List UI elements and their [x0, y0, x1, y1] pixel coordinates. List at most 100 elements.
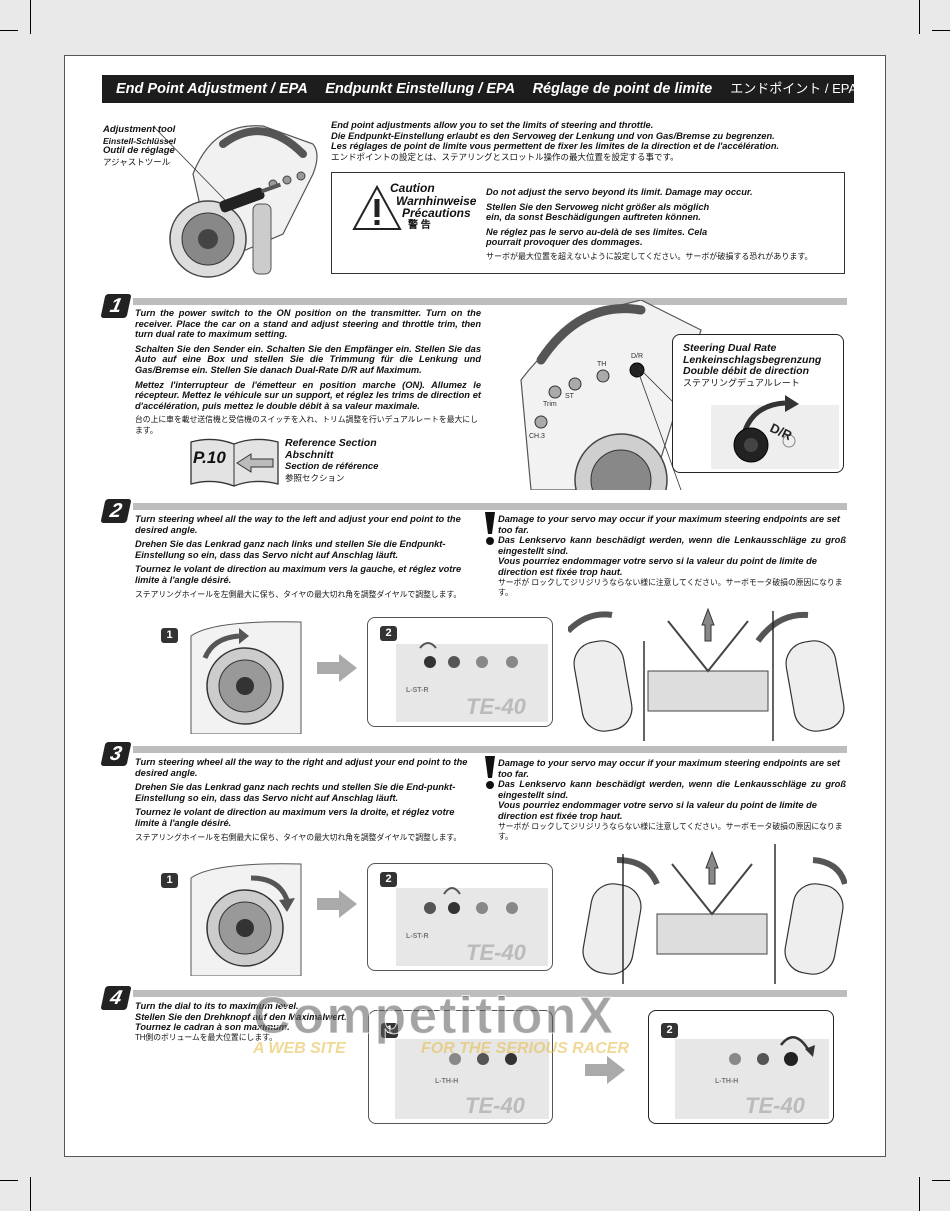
warning-triangle-icon: [352, 185, 402, 230]
step-3-text: Turn steering wheel all the way to the r…: [135, 757, 471, 847]
caution-title-jp: 警 告: [408, 219, 431, 231]
step-4-jp: TH側のボリュームを最大位置にします。: [135, 1032, 277, 1042]
throttle-panel-illustration: L-TH-H TE-40: [395, 1039, 549, 1119]
step-3-jp: ステアリングホイールを右側最大に保ち、タイヤの最大切れ角を調整ダイヤルで調整しま…: [135, 832, 462, 842]
transmitter-dr-illustration: Trim ST TH D/R CH.3: [520, 300, 702, 490]
crop-mark: [0, 30, 18, 31]
step-3-warn-de: Das Lenkservo kann beschädigt werden, we…: [498, 779, 846, 800]
steering-wheel-right-illustration: [190, 863, 302, 976]
step-1-en: Turn the power switch to the ON position…: [135, 308, 481, 340]
throttle-panel-max-illustration: L-TH-H TE-40: [675, 1036, 829, 1119]
caution-box: Caution Warnhinweise Précautions 警 告 Do …: [331, 172, 845, 274]
dr-fr: Double débit de direction: [683, 365, 810, 377]
step-2-fr: Tournez le volant de direction au maximu…: [135, 564, 462, 585]
step-3-header: 3: [100, 742, 847, 766]
transmitter-illustration: [153, 125, 318, 278]
step-1-text: Turn the power switch to the ON position…: [135, 308, 481, 441]
title-jp: エンドポイント / EPAの設定: [730, 81, 854, 96]
step-3-en: Turn steering wheel all the way to the r…: [135, 757, 468, 778]
step-2-panel-box: 2 L-ST-R TE-40: [367, 617, 553, 727]
panel-brand: TE-40: [466, 940, 527, 965]
tool-label-en: Adjustment tool: [103, 124, 176, 135]
steering-wheel-left-illustration: [190, 621, 302, 734]
adjustment-tool-icon: [219, 182, 282, 213]
steering-panel-illustration: L-ST-R TE-40: [396, 642, 548, 722]
exclamation-icon: [485, 756, 495, 789]
step-number: 3: [100, 742, 132, 766]
manual-page: End Point Adjustment / EPA Endpunkt Eins…: [64, 55, 886, 1157]
tool-label-de: Einstell-Schlüssel: [103, 135, 176, 146]
panel-label: L-TH-H: [435, 1078, 458, 1085]
dr-dial-icon: D/R: [711, 395, 839, 469]
tool-label-fr: Outil de réglage: [103, 145, 175, 156]
step-3-warn-fr: Vous pourriez endommager votre servo si …: [498, 800, 817, 821]
step-2-warn-fr: Vous pourriez endommager votre servo si …: [498, 556, 817, 577]
crop-mark: [932, 1180, 950, 1181]
ref-page: P.10: [193, 448, 226, 467]
intro-text: End point adjustments allow you to set t…: [331, 120, 851, 162]
step-2-warn-de: Das Lenkservo kann beschädigt werden, we…: [498, 535, 846, 556]
step-4-en: Turn the dial to its to maximum level.: [135, 1001, 299, 1011]
caution-jp: サーボが最大位置を超えないように設定してください。サーボが破損する恐れがあります…: [486, 251, 813, 261]
dr-callout-box: Steering Dual Rate Lenkeinschlagsbegrenz…: [672, 334, 844, 473]
caution-title-en: Caution: [390, 181, 435, 195]
step-divider: [133, 298, 847, 305]
intro-fr: Les réglages de point de limite vous per…: [331, 141, 780, 152]
caution-title-fr: Précautions: [402, 206, 471, 220]
panel-label: L-ST-R: [406, 687, 429, 694]
substep-badge: 2: [380, 872, 397, 887]
substep-badge: 1: [381, 1023, 398, 1038]
dr-small-label: D/R: [631, 353, 643, 360]
steering-panel-illustration: L-ST-R TE-40: [396, 887, 548, 966]
caution-en: Do not adjust the servo beyond its limit…: [486, 187, 753, 197]
panel-brand: TE-40: [745, 1093, 806, 1118]
caution-title-de: Warnhinweise: [396, 193, 477, 208]
step-3-warn-jp: サーボが ロックしてジリジリうならない様に注意してください。サーボモータ破損の原…: [498, 821, 843, 842]
intro-en: End point adjustments allow you to set t…: [331, 120, 654, 130]
panel-brand: TE-40: [465, 1093, 526, 1118]
caution-de: Stellen Sie den Servoweg nicht größer al…: [486, 201, 710, 223]
substep-badge: 2: [380, 626, 397, 641]
dr-jp: ステアリングデュアルレート: [683, 377, 800, 388]
step-3-warning: Damage to your servo may occur if your m…: [498, 758, 846, 847]
panel-label: L-TH-H: [715, 1078, 738, 1085]
step-2-warning: Damage to your servo may occur if your m…: [498, 514, 846, 603]
step-2-text: Turn steering wheel all the way to the l…: [135, 514, 471, 604]
ref-jp: 参照セクション: [285, 472, 345, 483]
arrow-right-icon: [317, 890, 357, 918]
step-1-de: Schalten Sie den Sender ein. Schalten Si…: [135, 343, 481, 375]
step-1-fr: Mettez l'interrupteur de l'émetteur en p…: [135, 379, 481, 411]
step-divider: [133, 990, 847, 997]
step-2-en: Turn steering wheel all the way to the l…: [135, 514, 461, 535]
exclamation-icon: [485, 512, 495, 545]
arrow-right-icon: [585, 1056, 625, 1084]
crop-mark: [0, 1180, 18, 1181]
ch3-label: CH.3: [529, 433, 545, 440]
step-1-jp: 台の上に車を載せ送信機と受信機のスイッチを入れ、トリム調整を行いデュアルレートを…: [135, 415, 478, 435]
tool-label: Adjustment tool Einstell-Schlüssel Outil…: [103, 124, 223, 167]
step-number: 1: [100, 294, 132, 318]
intro-de: Die Endpunkt-Einstellung erlaubt es den …: [331, 130, 775, 141]
reference-section: Reference Section Abschnitt Section de r…: [285, 437, 435, 484]
front-suspension-right-illustration: [582, 844, 847, 984]
ref-fr: Section de référence: [285, 461, 379, 472]
step-2-warn-jp: サーボが ロックしてジリジリうならない様に注意してください。サーボモータ破損の原…: [498, 577, 843, 598]
dr-de: Lenkeinschlagsbegrenzung: [683, 353, 822, 366]
step-1-header: 1: [100, 294, 847, 318]
title-de: Endpunkt Einstellung / EPA: [325, 81, 515, 97]
step-2-de: Drehen Sie das Lenkrad ganz nach links u…: [135, 539, 446, 560]
step-number: 2: [100, 499, 132, 523]
crop-mark: [30, 0, 31, 34]
step-2-header: 2: [100, 499, 847, 523]
crop-mark: [919, 1177, 920, 1211]
step-divider: [133, 503, 847, 510]
arrow-right-icon: [317, 654, 357, 682]
step-4-de: Stellen Sie den Drehknopf auf den Maxima…: [135, 1011, 347, 1022]
ref-de: Abschnitt: [285, 448, 334, 461]
trim-label: Trim: [543, 401, 557, 408]
substep-badge: 2: [661, 1023, 678, 1038]
substep-badge: 1: [161, 628, 178, 643]
panel-label: L-ST-R: [406, 933, 429, 940]
caution-text: Do not adjust the servo beyond its limit…: [486, 187, 836, 267]
crop-mark: [919, 0, 920, 34]
